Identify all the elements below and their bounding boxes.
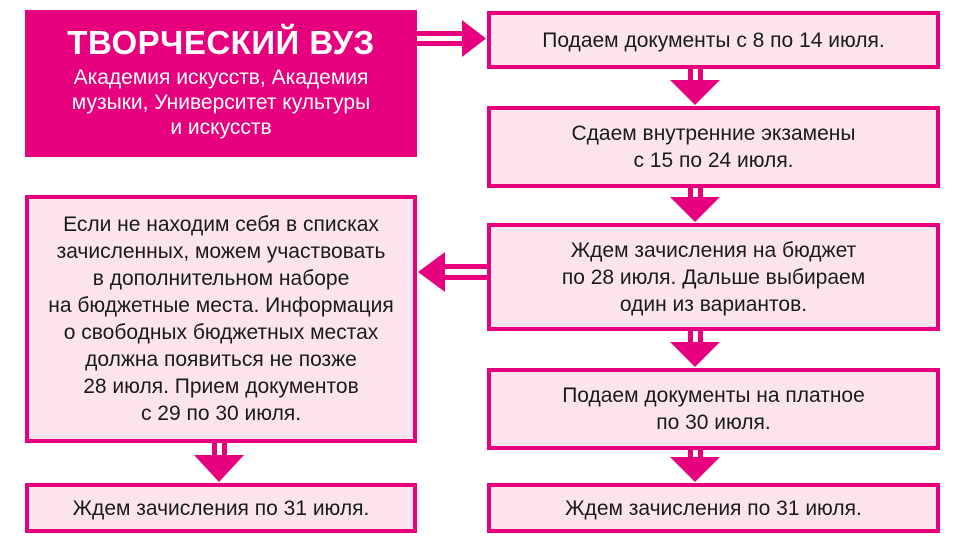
double-arrow-right bbox=[417, 20, 486, 57]
double-arrow-down bbox=[194, 443, 244, 482]
step-internal-exams: Сдаем внутренние экзамены с 15 по 24 июл… bbox=[487, 106, 940, 188]
double-arrow-left bbox=[418, 252, 487, 292]
step-wait-enrollment-left: Ждем зачисления по 31 июля. bbox=[25, 483, 417, 533]
step-paid-documents: Подаем документы на платное по 30 июля. bbox=[487, 368, 940, 450]
double-arrow-down bbox=[670, 450, 720, 482]
double-arrow-down bbox=[670, 331, 720, 367]
step-submit-documents: Подаем документы с 8 по 14 июля. bbox=[487, 11, 940, 69]
title-box: ТВОРЧЕСКИЙ ВУЗ Академия искусств, Академ… bbox=[25, 10, 417, 157]
title-subtitle: Академия искусств, Академия музыки, Унив… bbox=[71, 66, 371, 139]
step-wait-budget-enrollment: Ждем зачисления на бюджет по 28 июля. Да… bbox=[487, 223, 940, 331]
title-heading: ТВОРЧЕСКИЙ ВУЗ bbox=[67, 24, 375, 61]
step-additional-enrollment: Если не находим себя в списках зачисленн… bbox=[25, 195, 417, 443]
double-arrow-down bbox=[670, 69, 720, 105]
step-wait-enrollment-right: Ждем зачисления по 31 июля. bbox=[487, 483, 940, 533]
double-arrow-down bbox=[670, 188, 720, 222]
